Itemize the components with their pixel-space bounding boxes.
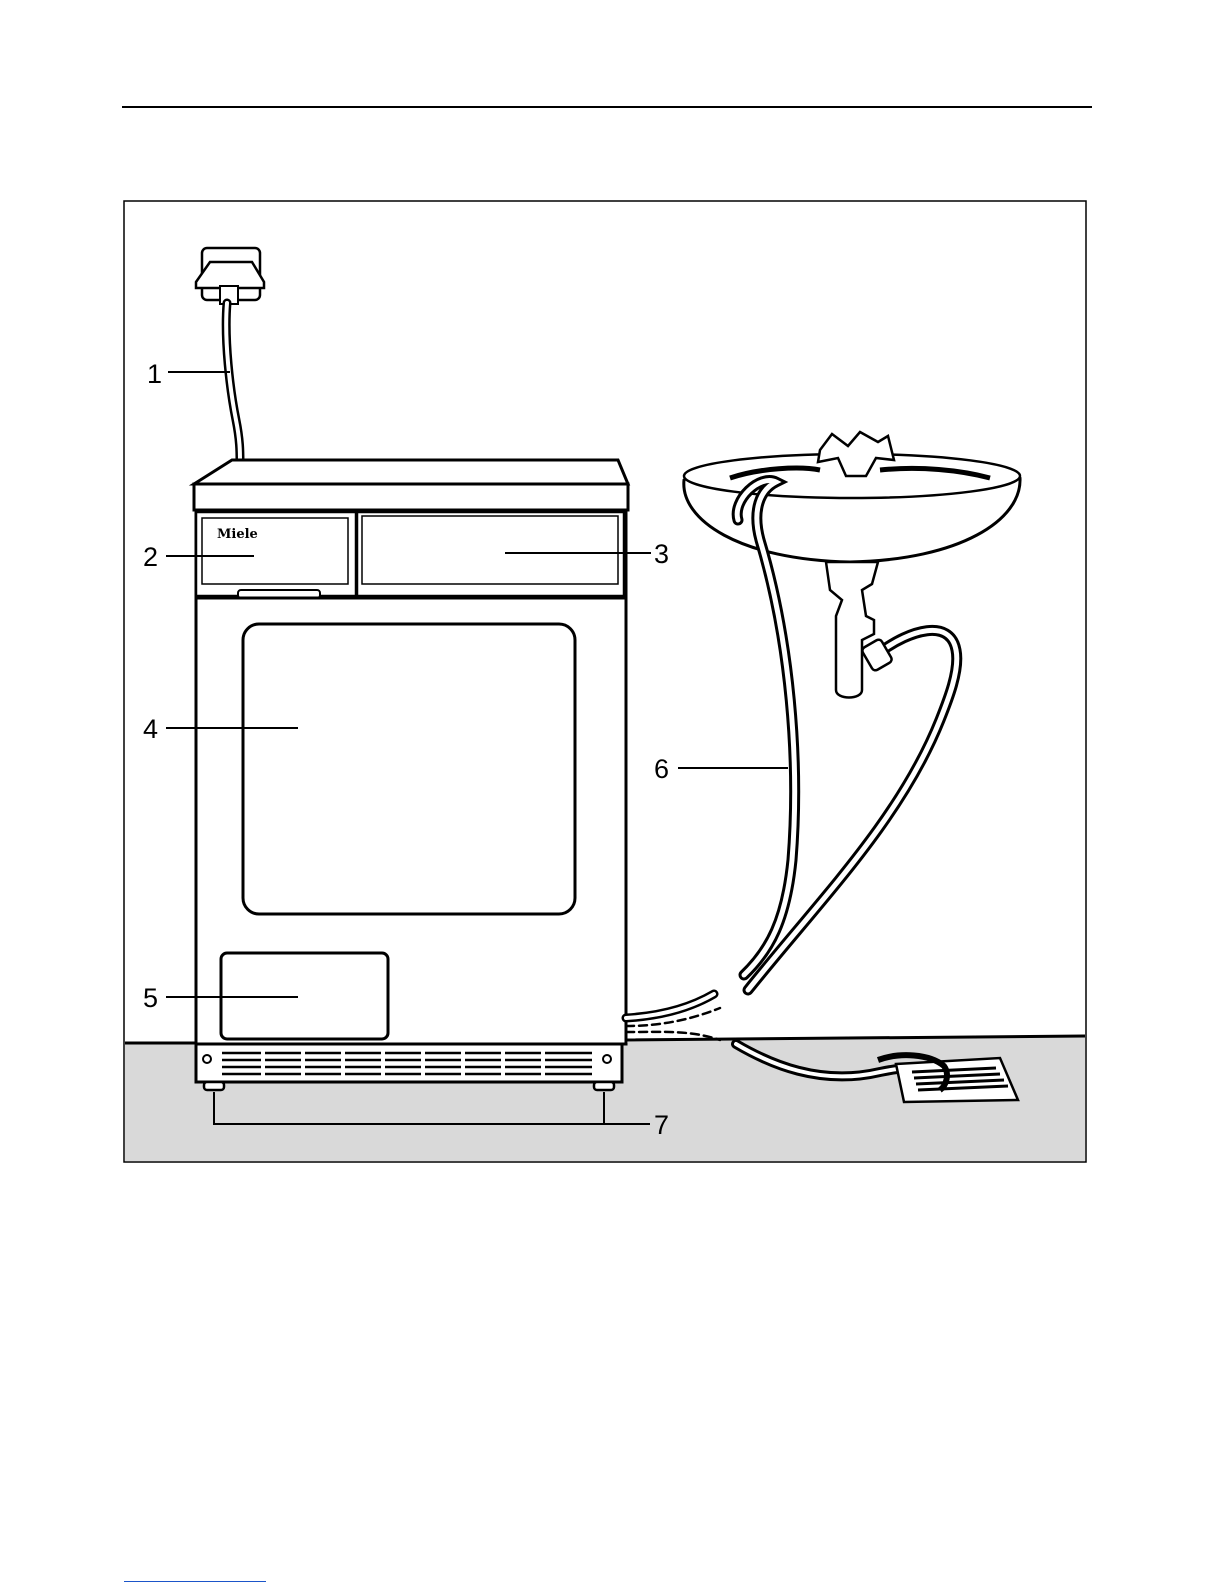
foot-left — [204, 1082, 224, 1090]
dryer-worktop — [194, 484, 628, 510]
callout-7: 7 — [654, 1110, 669, 1140]
wall-socket-icon — [196, 248, 264, 304]
dryer-door — [243, 624, 575, 914]
dryer-top — [194, 460, 628, 484]
footer-link-underline — [124, 1581, 266, 1582]
callout-3: 3 — [654, 539, 669, 569]
dryer: Miele — [194, 460, 628, 1090]
callout-1: 1 — [147, 359, 162, 389]
callout-5: 5 — [143, 983, 158, 1013]
brand-logo: Miele — [217, 527, 258, 542]
callout-2: 2 — [143, 542, 158, 572]
foot-right — [594, 1082, 614, 1090]
plinth — [196, 1044, 622, 1082]
callout-4: 4 — [143, 714, 158, 744]
callout-6: 6 — [654, 754, 669, 784]
